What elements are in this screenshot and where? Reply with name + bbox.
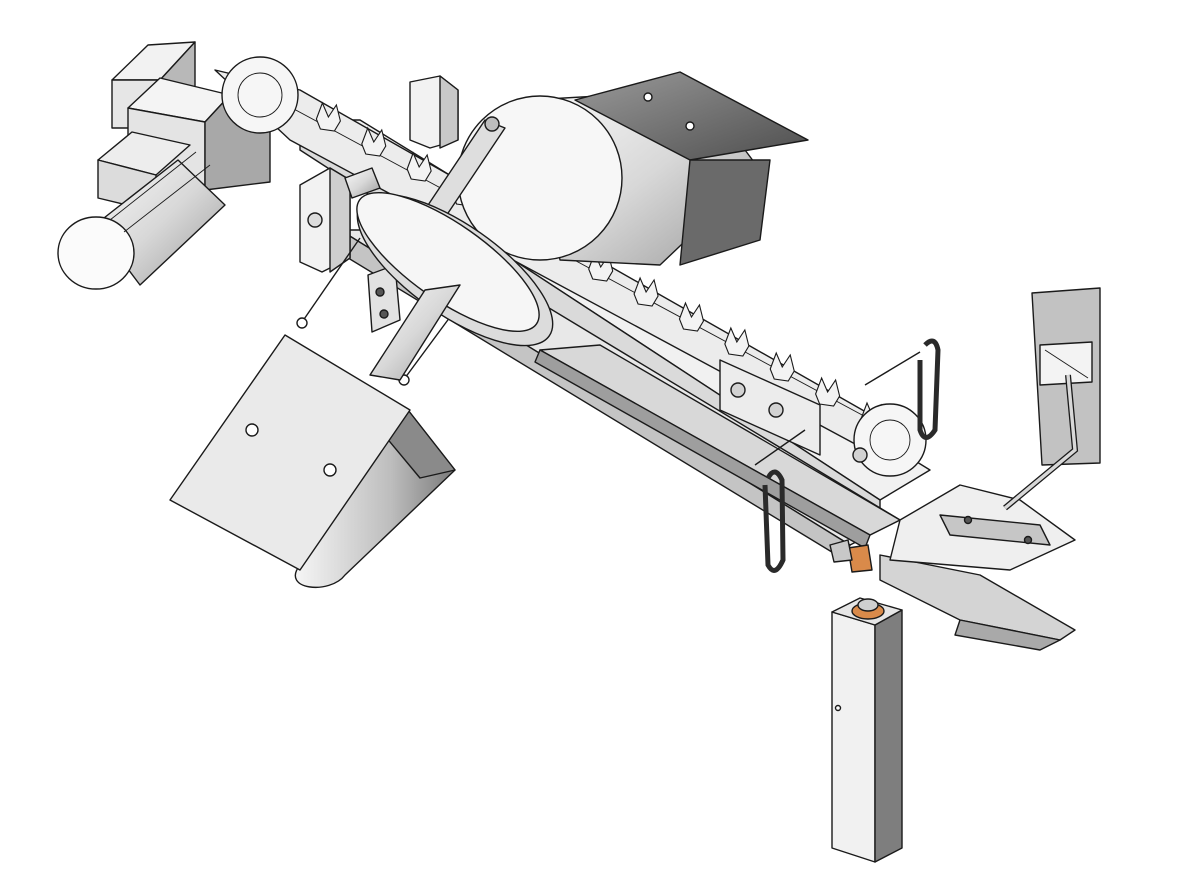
lower-disc bbox=[356, 191, 554, 381]
conveyor-chain bbox=[214, 56, 927, 477]
pivot-ring-left bbox=[296, 317, 308, 329]
tensioner-unit bbox=[719, 359, 868, 463]
chain-flight bbox=[769, 351, 795, 382]
drum-chute-dark bbox=[679, 159, 771, 266]
left-shaft bbox=[344, 167, 381, 199]
chain-flight bbox=[633, 276, 659, 307]
post-side bbox=[874, 609, 903, 863]
tension-knob-3 bbox=[852, 447, 868, 463]
chain-flight bbox=[406, 151, 432, 182]
handle-lower bbox=[762, 469, 786, 573]
handles bbox=[754, 338, 941, 573]
tension-knob-2 bbox=[768, 402, 784, 418]
discharge-nozzle bbox=[829, 484, 1076, 651]
tail-sprocket bbox=[853, 403, 927, 477]
post-front bbox=[831, 611, 876, 863]
drum-top-plate bbox=[574, 71, 809, 161]
vertical-post bbox=[831, 597, 903, 863]
motor-end-cap bbox=[57, 216, 135, 290]
tension-knob-1 bbox=[730, 382, 746, 398]
handle-upper bbox=[917, 338, 941, 440]
chain-flight bbox=[361, 126, 387, 157]
bottom-chute bbox=[169, 334, 456, 588]
cylinder-rod bbox=[369, 284, 461, 381]
control-box bbox=[1003, 287, 1101, 511]
chain-flight bbox=[678, 301, 705, 332]
bottom-chute-plate bbox=[169, 334, 411, 571]
chain-flight bbox=[724, 326, 750, 357]
copper-bracket bbox=[847, 544, 873, 573]
drum-hopper bbox=[457, 71, 809, 266]
bearing-blocks bbox=[299, 75, 459, 333]
drive-sprocket bbox=[221, 56, 299, 134]
chain-flight bbox=[315, 101, 341, 132]
chain-flight bbox=[815, 376, 841, 407]
